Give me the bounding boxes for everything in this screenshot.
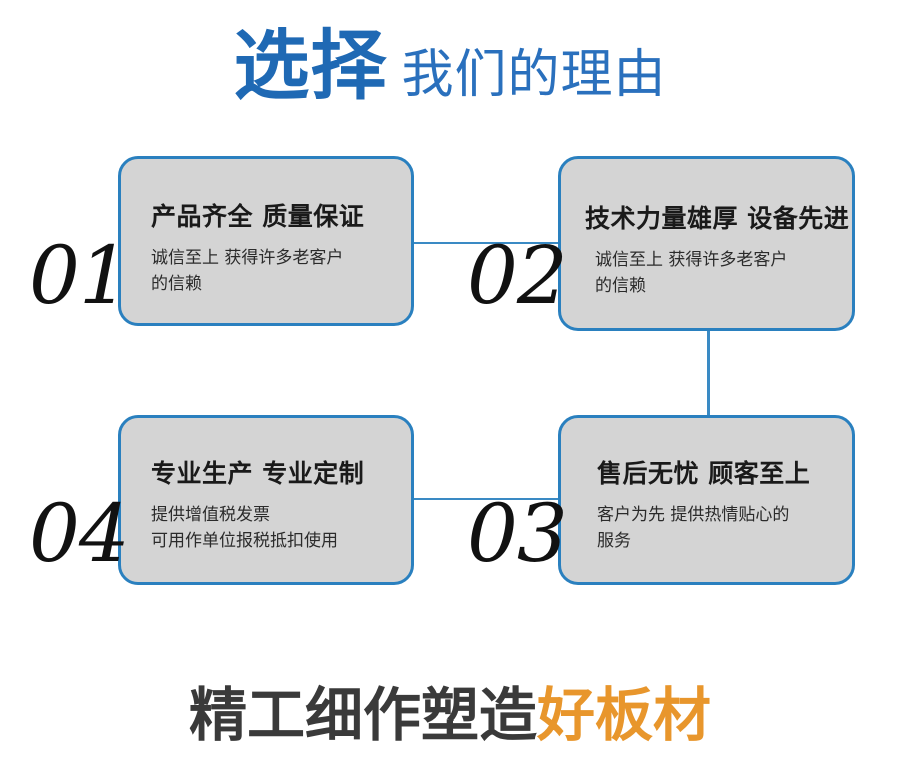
page-title-main: 选择 <box>233 21 388 110</box>
footer-slogan: 精工细作塑造好板材 <box>0 668 900 752</box>
feature-card-02-body-line-1: 诚信至上 获得许多老客户 <box>595 250 788 270</box>
feature-card-04-heading: 专业生产 专业定制 <box>151 459 365 488</box>
feature-number-03: 03 <box>467 487 568 580</box>
feature-number-02: 02 <box>467 229 568 322</box>
feature-card-01-body-line-1: 诚信至上 获得许多老客户 <box>151 248 344 268</box>
feature-card-03-body-line-1: 客户为先 提供热情贴心的 <box>597 505 790 525</box>
connector-line-02-to-03 <box>707 331 710 417</box>
feature-card-04: 专业生产 专业定制 提供增值税发票 可用作单位报税抵扣使用 <box>118 415 414 585</box>
feature-card-01-body: 诚信至上 获得许多老客户 的信赖 <box>151 245 393 298</box>
feature-card-03: 售后无忧 顾客至上 客户为先 提供热情贴心的 服务 <box>558 415 855 585</box>
feature-card-01: 产品齐全 质量保证 诚信至上 获得许多老客户 的信赖 <box>118 156 414 326</box>
page-title-sub: 我们的理由 <box>401 45 667 105</box>
feature-card-02: 技术力量雄厚 设备先进 诚信至上 获得许多老客户 的信赖 <box>558 156 855 331</box>
feature-card-02-heading: 技术力量雄厚 设备先进 <box>585 204 850 233</box>
feature-card-02-body-line-2: 的信赖 <box>595 276 646 297</box>
feature-card-03-heading: 售后无忧 顾客至上 <box>597 459 811 488</box>
feature-card-01-body-line-2: 的信赖 <box>151 274 202 295</box>
feature-number-04: 04 <box>29 487 130 580</box>
feature-card-01-heading: 产品齐全 质量保证 <box>151 202 365 231</box>
footer-slogan-dark: 精工细作塑造 <box>188 681 537 749</box>
feature-card-04-body-line-1: 提供增值税发票 <box>151 505 270 525</box>
connector-line-04-to-03 <box>410 498 560 500</box>
page-title: 选择我们的理由 <box>0 28 900 104</box>
feature-card-03-body-line-2: 服务 <box>597 531 631 552</box>
feature-card-04-body-line-2: 可用作单位报税抵扣使用 <box>151 531 338 552</box>
footer-slogan-accent: 好板材 <box>537 681 712 749</box>
feature-card-02-body: 诚信至上 获得许多老客户 的信赖 <box>595 247 834 300</box>
feature-card-04-body: 提供增值税发票 可用作单位报税抵扣使用 <box>151 502 393 555</box>
connector-line-01-to-02 <box>410 242 560 244</box>
feature-number-01: 01 <box>29 229 130 322</box>
feature-card-03-body: 客户为先 提供热情贴心的 服务 <box>597 502 834 555</box>
